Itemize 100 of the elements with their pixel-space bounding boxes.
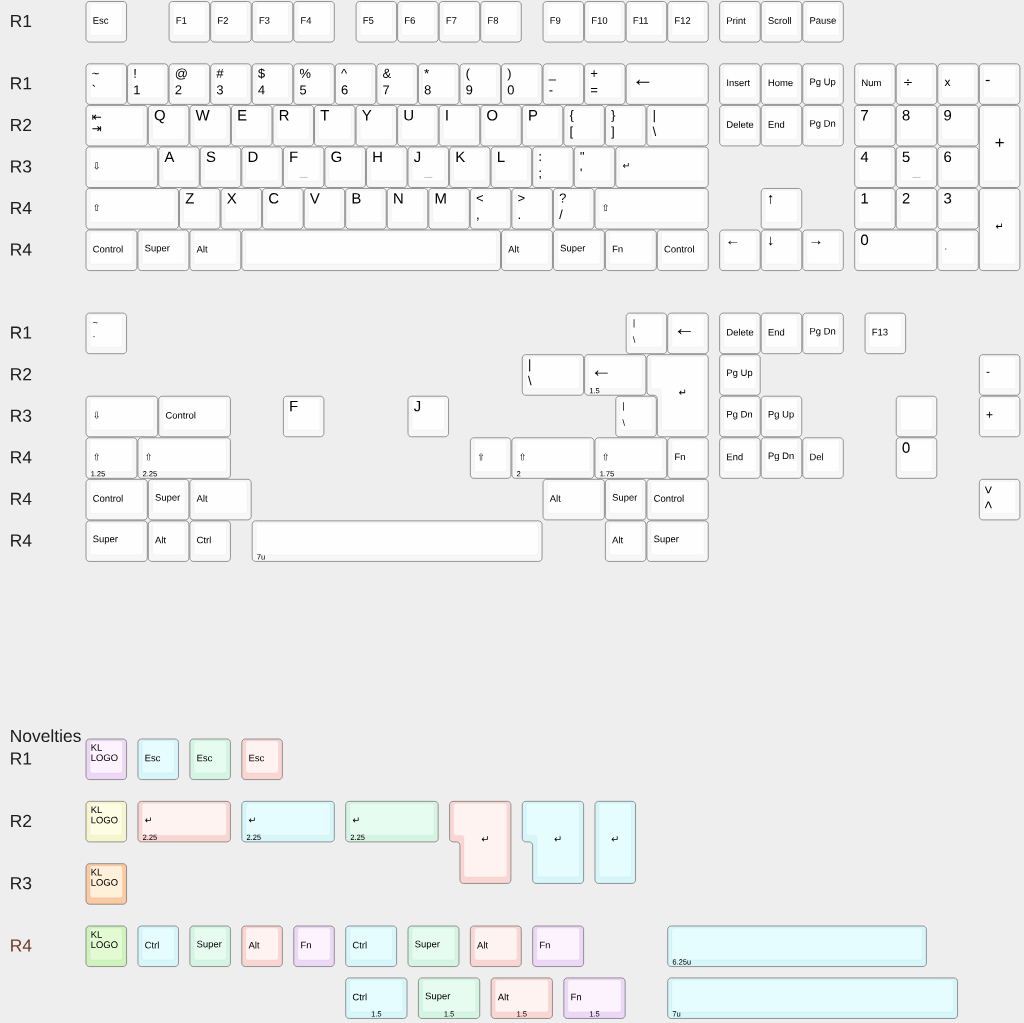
keycap: F2 xyxy=(210,1,252,43)
keycap: ⇧ xyxy=(470,437,512,479)
keycap: Pg Up xyxy=(760,395,803,438)
keycap: F4 xyxy=(293,1,335,43)
section-heading: Novelties xyxy=(11,729,81,743)
keycap: ⇩ xyxy=(85,146,159,188)
keycap: * 8 xyxy=(418,63,460,105)
keycap: U xyxy=(397,105,439,147)
keycap: KL LOGO xyxy=(85,738,127,780)
keycap: F6 xyxy=(397,1,439,43)
keycap: # 3 xyxy=(210,63,252,105)
keycap: Pg Dn xyxy=(719,395,761,438)
keycap: - xyxy=(979,63,1021,105)
keycap: Ctrl xyxy=(345,925,397,967)
keycap: Alt xyxy=(147,520,190,562)
keycap: ! 1 xyxy=(127,63,169,105)
keycap: < , xyxy=(470,188,512,230)
keycap: T xyxy=(314,105,356,147)
keycap: + xyxy=(979,105,1021,188)
keycap: Control xyxy=(656,229,709,271)
keycap: Pg Up xyxy=(802,63,844,105)
keycap: Delete xyxy=(719,105,761,147)
keycap: P xyxy=(521,105,564,147)
keycap: & 7 xyxy=(376,63,418,105)
keycap: F xyxy=(283,146,325,188)
keycap: D xyxy=(241,146,283,188)
keycap: Esc xyxy=(137,738,179,780)
keycap: ⇤ ⇥ xyxy=(85,105,148,147)
row-label: R2 xyxy=(11,368,32,381)
keycap: > . xyxy=(511,188,553,230)
keycap: Esc xyxy=(85,1,127,43)
row-label: R3 xyxy=(11,877,32,890)
keycap: F12 xyxy=(667,1,709,43)
keycap: Fn xyxy=(667,437,709,479)
keycap: Alt xyxy=(470,925,522,967)
keycap: F1 xyxy=(168,1,210,43)
keycap: Esc xyxy=(189,738,231,780)
keycap: O xyxy=(480,105,522,147)
keycap: { [ xyxy=(563,105,605,147)
keycap: 1 xyxy=(854,188,896,230)
keycap: _ - xyxy=(542,63,584,105)
keycap: Q xyxy=(147,105,190,147)
keycap: ) 0 xyxy=(501,63,543,105)
keycap: Alt xyxy=(189,229,242,271)
keycap: J xyxy=(407,146,449,188)
keycap: Super xyxy=(189,925,231,967)
keycap: ↵ xyxy=(594,801,636,884)
row-label: R4 xyxy=(11,492,32,505)
keycap: Alt xyxy=(241,925,283,967)
keycap: | \ xyxy=(615,395,657,438)
keycap: Alt xyxy=(605,520,647,562)
keycap: L xyxy=(490,146,532,188)
keycap: Y xyxy=(355,105,397,147)
row-label: R1 xyxy=(11,77,32,90)
keycap: F xyxy=(283,395,325,438)
node-label: + xyxy=(995,138,1004,147)
keycap: F13 xyxy=(864,312,906,355)
keycap: % 5 xyxy=(293,63,335,105)
keycap: . xyxy=(937,229,979,271)
keycap: Insert xyxy=(719,63,761,105)
keycap: 7 xyxy=(854,105,896,147)
keycap: 4 xyxy=(854,146,896,188)
keycap: Super xyxy=(605,478,647,521)
keycap: | \ xyxy=(521,354,584,396)
keycap: ← xyxy=(667,312,709,355)
keycap: ↵ xyxy=(521,801,584,884)
keycap: > < xyxy=(979,478,1021,521)
keycap: ↵ xyxy=(979,188,1021,271)
keycap: - xyxy=(979,354,1021,396)
keycap: ⇧ xyxy=(85,188,179,230)
keycap: x xyxy=(937,63,979,105)
keycap: J xyxy=(407,395,449,438)
keycap: ÷ xyxy=(895,63,938,105)
node-label: ↵ xyxy=(995,223,1002,229)
keycap: F11 xyxy=(625,1,668,43)
keycap: F9 xyxy=(542,1,584,43)
keycap: ↵ xyxy=(615,146,709,188)
keycap: R xyxy=(272,105,314,147)
keycap: X xyxy=(220,188,262,230)
keycap: 0 xyxy=(895,437,938,479)
keycap: N xyxy=(386,188,429,230)
keycap: Print xyxy=(719,1,761,43)
keycap: Fn xyxy=(532,925,584,967)
keycap: + = xyxy=(584,63,626,105)
keycap: Pg Up xyxy=(719,354,761,396)
keycap: Super xyxy=(147,478,190,521)
keycap: 3 xyxy=(937,188,979,230)
keycap: I xyxy=(438,105,481,147)
keycap: F3 xyxy=(251,1,294,43)
keycap: Pg Dn xyxy=(802,105,844,147)
keycap: Super xyxy=(85,520,148,562)
row-label: R1 xyxy=(11,15,32,27)
keycap: | \ xyxy=(646,105,709,147)
keycap: + xyxy=(979,395,1021,438)
keycap: W xyxy=(189,105,231,147)
keycap: ↓ xyxy=(760,229,803,271)
keycap: F10 xyxy=(584,1,626,43)
keycap: ↵ xyxy=(646,354,709,438)
keycap: 2 xyxy=(895,188,938,230)
keycap: Pg Dn xyxy=(802,312,844,355)
